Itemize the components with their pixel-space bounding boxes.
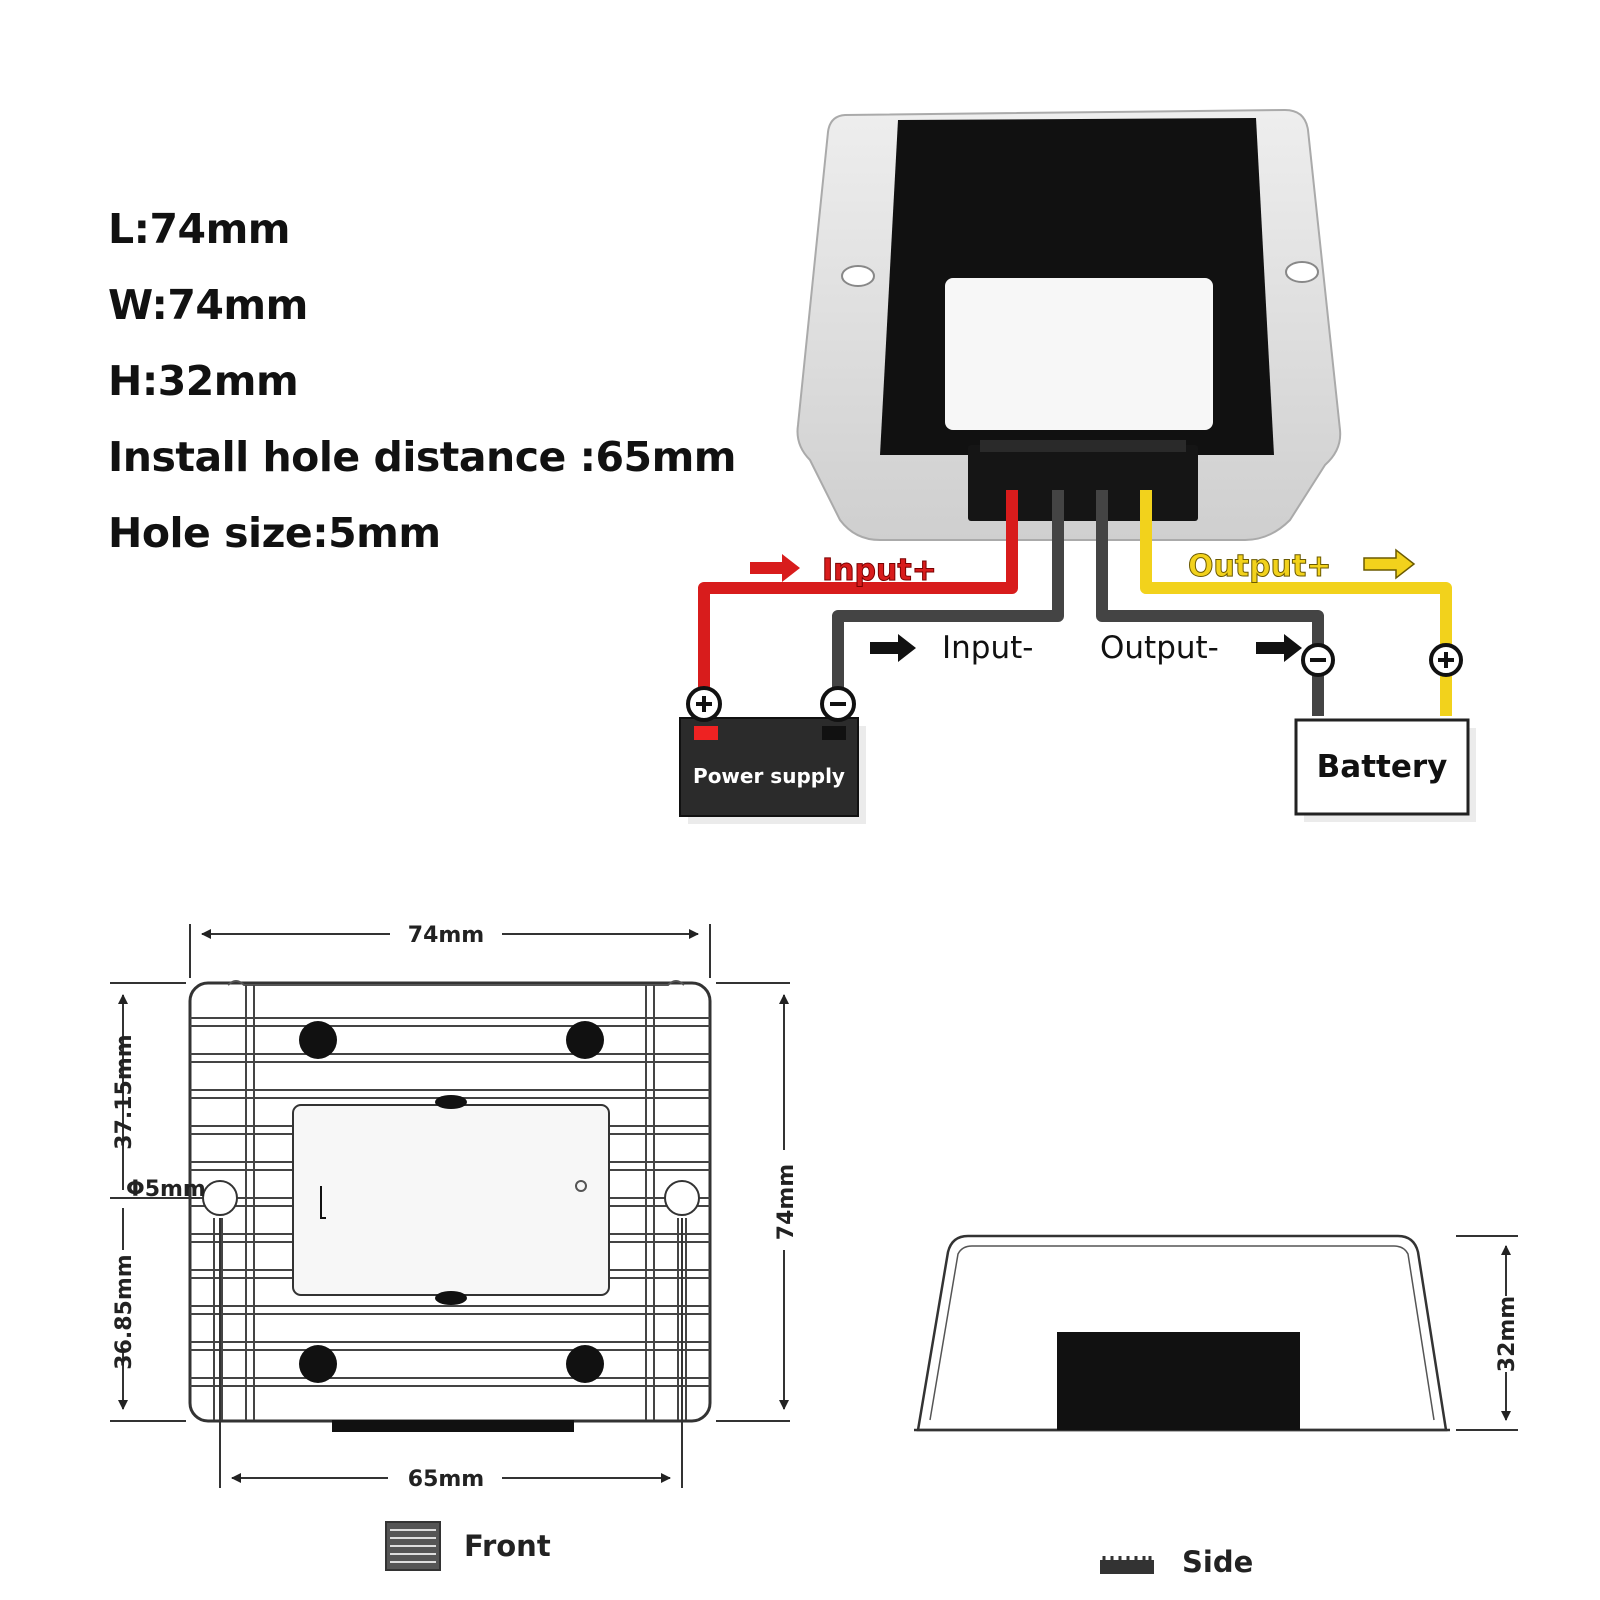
dim-front-height: 74mm [774, 1164, 799, 1240]
dim-front-width: 74mm [408, 923, 484, 948]
front-view-drawing [188, 980, 712, 1432]
spec-width: W:74mm [108, 281, 308, 329]
black-arrow-icon [870, 634, 916, 662]
label-input-plus-group: Input+ [750, 553, 937, 589]
black-arrow-icon [1256, 634, 1302, 662]
front-view-label: Front [464, 1529, 551, 1563]
dim-hole-diameter: Φ5mm [126, 1177, 206, 1202]
dim-side-height: 32mm [1495, 1296, 1520, 1372]
side-view-label: Side [1182, 1545, 1253, 1579]
spec-length: L:74mm [108, 205, 291, 253]
label-output-plus-group: Output+ [1188, 548, 1416, 585]
dim-lower-offset: 36.85mm [112, 1254, 137, 1369]
dim-upper-offset: 37.15mm [112, 1034, 137, 1149]
front-dimension-lines [110, 924, 790, 1488]
minus-terminal-icon [1301, 643, 1335, 677]
side-dimension-lines [1456, 1235, 1518, 1431]
minus-terminal-icon [820, 686, 856, 722]
front-cable-gland [332, 1420, 574, 1432]
label-input-plus: Input+ [822, 553, 937, 588]
wire-input-minus [832, 490, 1064, 700]
front-mount-hole-right [664, 1180, 700, 1216]
battery: Battery [1294, 718, 1476, 822]
label-input-minus: Input- [942, 630, 1033, 666]
spec-hole-distance: Install hole distance :65mm [108, 433, 737, 481]
side-view-caption: Side [1100, 1545, 1253, 1579]
side-view-drawing [914, 1234, 1450, 1432]
front-view-caption: Front [385, 1521, 551, 1571]
product-label [945, 278, 1213, 430]
front-view-icon [385, 1521, 441, 1571]
red-arrow-icon [750, 554, 800, 582]
label-output-minus: Output- [1100, 630, 1219, 666]
battery-label: Battery [1317, 749, 1448, 785]
side-view-icon [1100, 1556, 1154, 1574]
dim-hole-spacing: 65mm [408, 1467, 484, 1492]
spec-list: L:74mm W:74mm H:32mm Install hole distan… [108, 198, 737, 578]
mount-hole-right [1285, 261, 1319, 283]
plus-terminal-icon [1429, 643, 1463, 677]
label-output-plus: Output+ [1188, 549, 1332, 584]
front-mount-hole-left [202, 1180, 238, 1216]
wire-input-plus [698, 490, 1018, 700]
converter-housing [796, 108, 1342, 541]
power-supply-label: Power supply [693, 764, 845, 788]
cable-gland [968, 445, 1198, 521]
power-supply: Power supply [679, 717, 866, 824]
label-input-minus-group: Input- [870, 630, 1033, 666]
front-label-plate [292, 1104, 610, 1296]
mount-hole-left [841, 265, 875, 287]
label-output-minus-group: Output- [1100, 630, 1302, 666]
heatsink-fins [190, 985, 710, 1420]
spec-hole-size: Hole size:5mm [108, 509, 441, 557]
yellow-arrow-icon [1363, 548, 1416, 580]
spec-height: H:32mm [108, 357, 299, 405]
side-cable-gland [1057, 1332, 1300, 1430]
plus-terminal-icon [686, 686, 722, 722]
